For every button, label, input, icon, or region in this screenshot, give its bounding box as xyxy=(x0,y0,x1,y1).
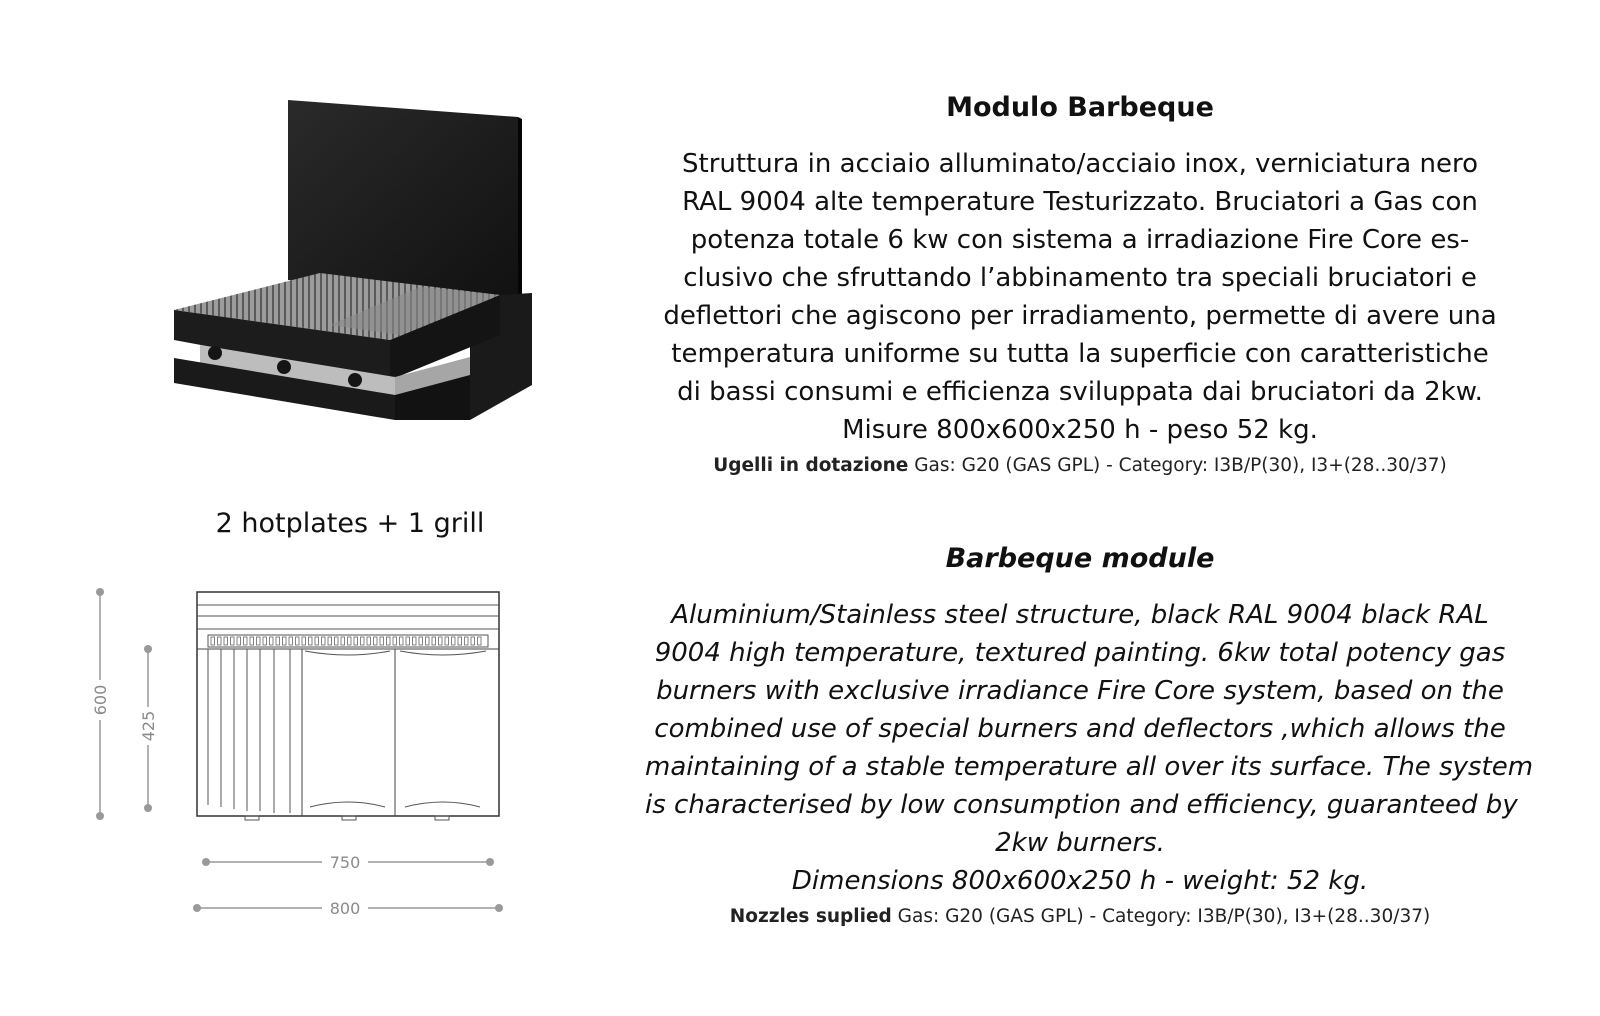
control-panel xyxy=(200,345,395,400)
product-image xyxy=(174,100,532,420)
italian-nozzles-label: Ugelli in dotazione xyxy=(713,455,909,476)
drawing-outline xyxy=(196,591,500,817)
english-line: is characterised by low consumption and … xyxy=(645,790,1518,820)
italian-line: di bassi consumi e efficienza sviluppata… xyxy=(677,377,1483,407)
dimension-425-label: 425 xyxy=(139,711,158,742)
lid-panel xyxy=(288,100,518,300)
english-line: burners with exclusive irradiance Fire C… xyxy=(656,676,1504,706)
english-line: Aluminium/Stainless steel structure, bla… xyxy=(671,600,1489,630)
italian-line: temperatura uniforme su tutta la superfi… xyxy=(671,339,1489,369)
italian-nozzles-value: Gas: G20 (GAS GPL) - Category: I3B/P(30)… xyxy=(914,455,1447,476)
english-line: 2kw burners. xyxy=(995,828,1165,858)
technical-drawing: 600 425 750 800 xyxy=(91,588,503,918)
english-title: Barbeque module xyxy=(945,543,1215,574)
base-frame xyxy=(174,358,395,420)
english-line: maintaining of a stable temperature all … xyxy=(645,752,1534,782)
english-line: 9004 high temperature, textured painting… xyxy=(654,638,1506,668)
italian-line: potenza totale 6 kw con sistema a irradi… xyxy=(690,225,1470,255)
grill-ribs xyxy=(207,649,291,813)
dimension-height-outer: 600 xyxy=(91,588,110,820)
english-line: Dimensions 800x600x250 h - weight: 52 kg… xyxy=(791,866,1369,896)
dimension-750-label: 750 xyxy=(330,853,361,872)
english-description: Aluminium/Stainless steel structure, bla… xyxy=(645,596,1534,900)
front-frame xyxy=(174,310,390,380)
knob-icon xyxy=(277,360,291,374)
dimension-width-inner: 750 xyxy=(202,853,494,872)
english-nozzles-value: Gas: G20 (GAS GPL) - Category: I3B/P(30)… xyxy=(897,906,1431,927)
dimension-width-outer: 800 xyxy=(193,899,503,918)
product-caption: 2 hotplates + 1 grill xyxy=(215,508,485,539)
italian-line: Struttura in acciaio alluminato/acciaio … xyxy=(682,149,1478,179)
knob-icon xyxy=(208,346,222,360)
italian-nozzles: Ugelli in dotazione Gas: G20 (GAS GPL) -… xyxy=(645,455,1515,476)
italian-line: RAL 9004 alte temperature Testurizzato. … xyxy=(682,187,1478,217)
italian-line: Misure 800x600x250 h - peso 52 kg. xyxy=(842,415,1318,445)
english-line: combined use of special burners and defl… xyxy=(654,714,1506,744)
italian-description: Struttura in acciaio alluminato/acciaio … xyxy=(645,145,1515,449)
english-nozzles: Nozzles suplied Gas: G20 (GAS GPL) - Cat… xyxy=(645,906,1515,927)
italian-line: clusivo che sfruttando l’abbinamento tra… xyxy=(683,263,1477,293)
vent-slots xyxy=(207,634,489,648)
italian-title: Modulo Barbeque xyxy=(946,92,1214,123)
dimension-600-label: 600 xyxy=(91,685,110,716)
english-nozzles-label: Nozzles suplied xyxy=(729,906,892,927)
dimension-800-label: 800 xyxy=(330,899,361,918)
italian-line: deflettori che agiscono per irradiamento… xyxy=(663,301,1497,331)
dimension-height-inner: 425 xyxy=(139,645,158,812)
knob-icon xyxy=(348,373,362,387)
